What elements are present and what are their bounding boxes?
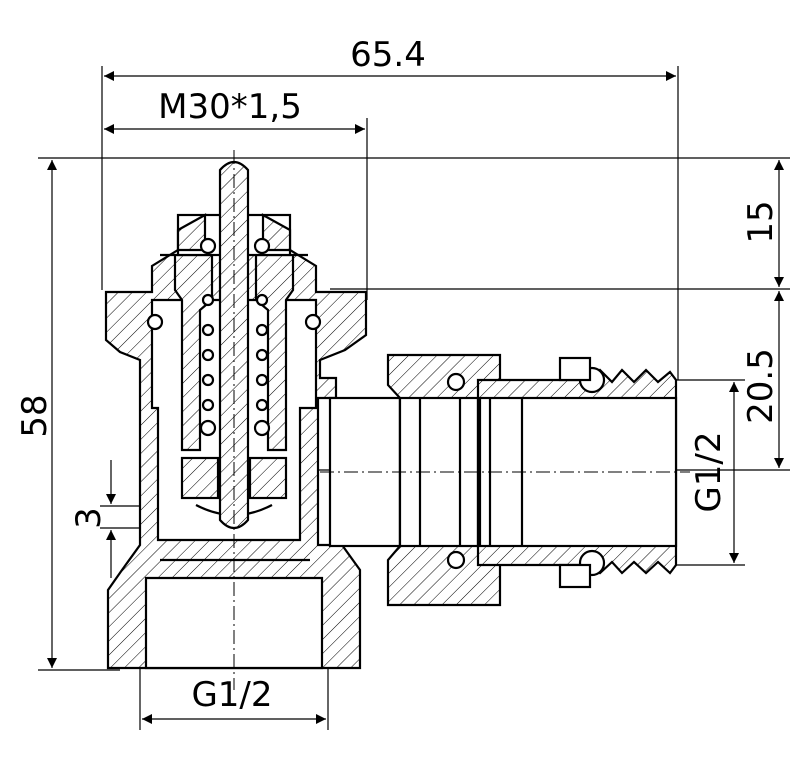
side-offset-label: 20.5: [741, 348, 781, 424]
tailpiece: [320, 356, 690, 589]
dimension-side-thread: G1/2: [670, 379, 745, 566]
o-ring-right: [304, 313, 322, 331]
dimension-top-offset: 15: [235, 157, 790, 290]
gap-label: 3: [69, 507, 109, 529]
spring-coils-right: [255, 293, 269, 412]
dimension-overall-height: 58: [15, 157, 235, 671]
dimension-thread-m30: M30*1,5: [104, 87, 368, 300]
o-ring-left: [146, 313, 164, 331]
valve-stem: [218, 150, 250, 690]
bottom-thread-label: G1/2: [191, 675, 272, 715]
overall-width-label: 65.4: [350, 35, 426, 75]
dimension-bottom-thread: G1/2: [139, 668, 329, 730]
overall-height-label: 58: [15, 394, 55, 437]
dimension-overall-width: 65.4: [101, 35, 679, 380]
top-offset-label: 15: [741, 200, 781, 243]
thread-m30-label: M30*1,5: [158, 87, 302, 127]
spring-coils-left: [201, 293, 215, 412]
side-thread-label: G1/2: [689, 431, 729, 512]
dimension-side-offset: 20.5: [235, 291, 790, 471]
spring-insert: [146, 213, 322, 517]
